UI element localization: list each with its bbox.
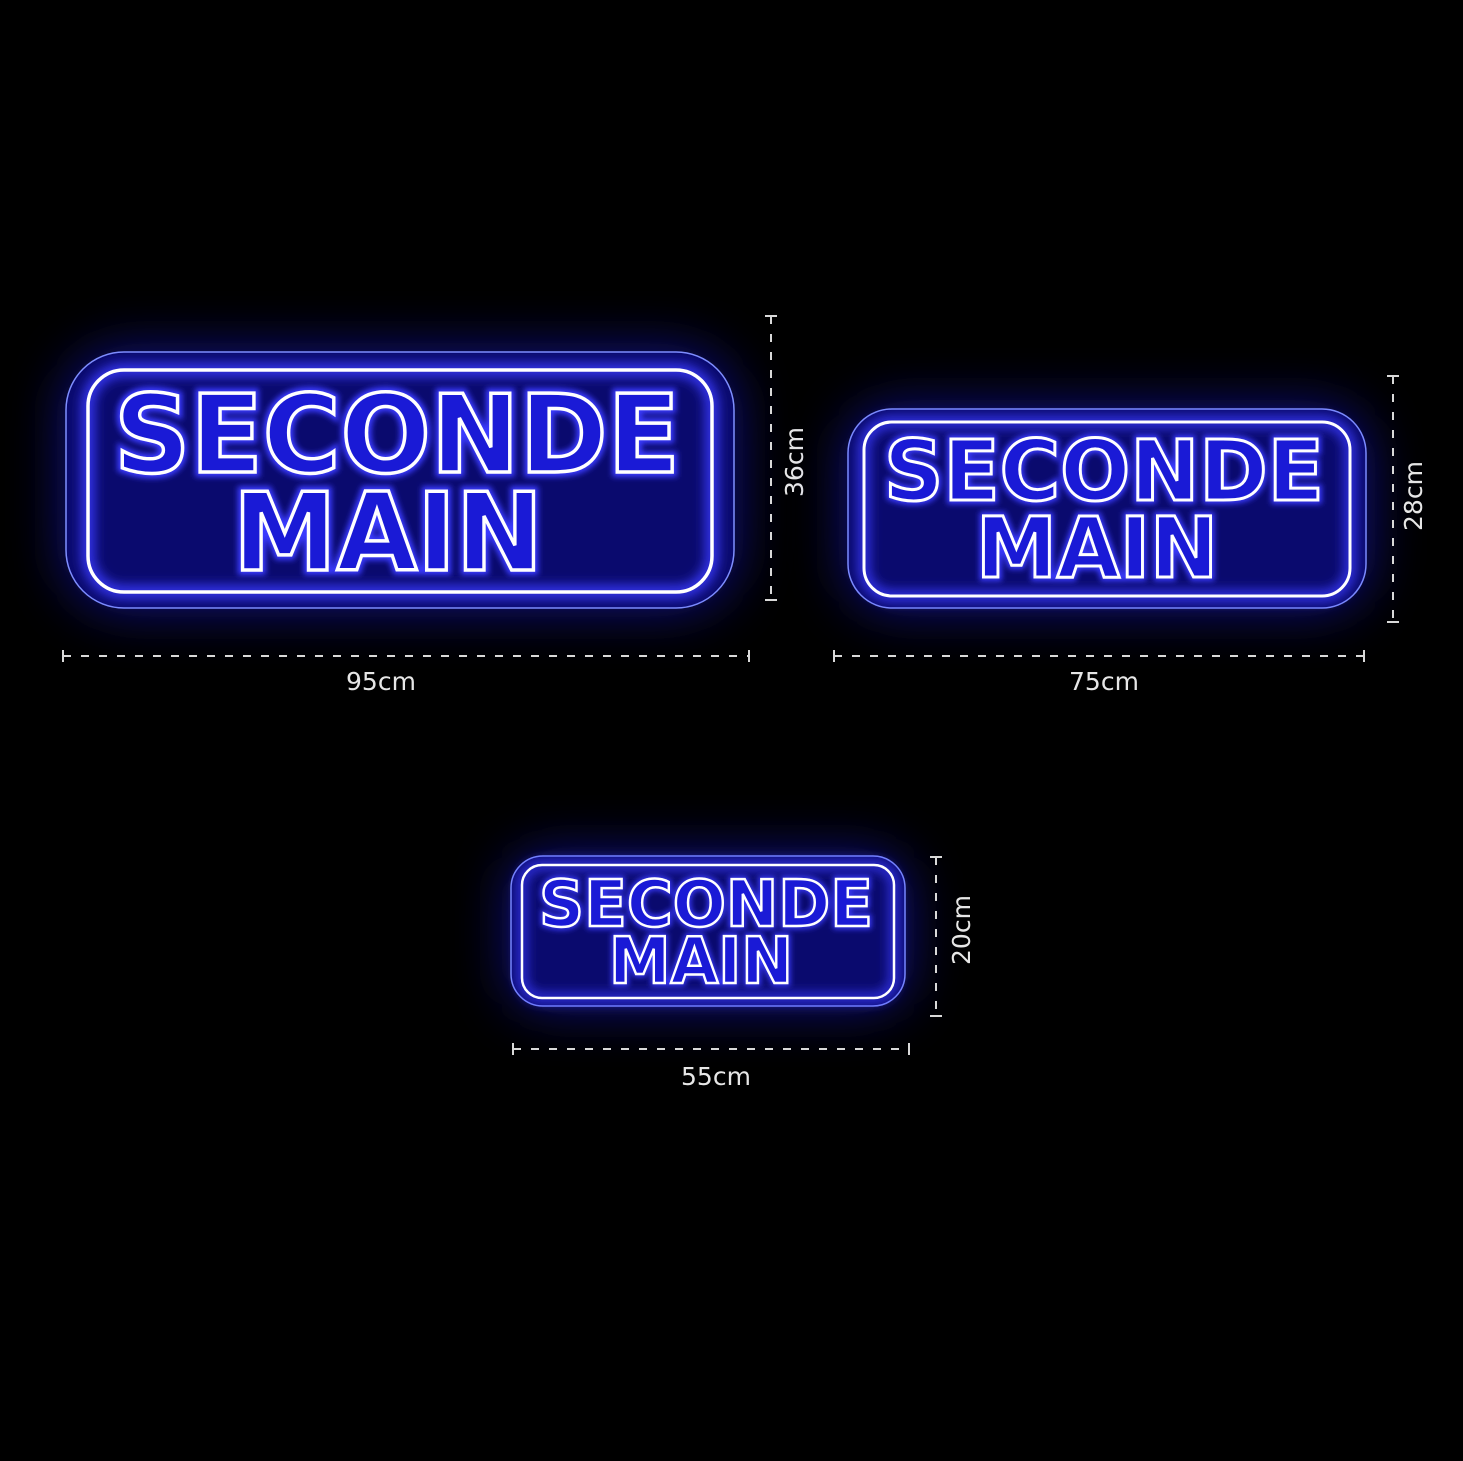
- sign-small-line1: SECONDE: [539, 868, 873, 942]
- sign-small-line1-glow: SECONDE: [539, 868, 873, 942]
- sign-medium-border-tube: [862, 420, 1352, 598]
- sign-medium-line1-glow: SECONDE: [884, 422, 1324, 520]
- sign-large-line2-glow: MAIN: [233, 471, 543, 596]
- sign-large-height-dimension: 36cm: [765, 315, 809, 601]
- sign-medium-line2-glow: MAIN: [976, 499, 1218, 597]
- sign-large-width-label: 95cm: [346, 667, 416, 696]
- sign-small: SECONDE SECONDE MAIN MAIN 20cm 55cm: [510, 855, 976, 1091]
- sign-large: SECONDE SECONDE MAIN MAIN 36cm 95cm: [62, 315, 809, 696]
- sign-medium-height-dimension: 28cm: [1387, 375, 1428, 623]
- sign-small-height-dimension: 20cm: [930, 856, 976, 1017]
- sign-large-border-tube: [86, 368, 714, 594]
- sign-large-width-dimension: 95cm: [62, 650, 750, 696]
- sign-large-backboard: [65, 351, 735, 609]
- sign-medium: SECONDE SECONDE MAIN MAIN 28cm 75cm: [833, 375, 1428, 696]
- sign-medium-backboard: [847, 408, 1367, 609]
- sign-medium-line1: SECONDE: [884, 422, 1324, 520]
- sign-medium-height-label: 28cm: [1399, 461, 1428, 531]
- sign-small-line2-glow: MAIN: [609, 925, 793, 999]
- sign-large-line2: MAIN: [233, 471, 543, 596]
- sign-medium-width-dimension: 75cm: [833, 650, 1365, 696]
- sign-medium-width-label: 75cm: [1069, 667, 1139, 696]
- sign-large-line1: SECONDE: [114, 373, 680, 498]
- sign-large-height-label: 36cm: [780, 427, 809, 497]
- sign-small-width-dimension: 55cm: [512, 1043, 910, 1091]
- sign-large-line1-glow: SECONDE: [114, 373, 680, 498]
- sign-small-height-label: 20cm: [947, 895, 976, 965]
- sign-small-border-tube: [520, 863, 896, 1000]
- sign-small-line2: MAIN: [609, 925, 793, 999]
- sign-small-backboard: [510, 855, 906, 1007]
- sign-medium-line2: MAIN: [976, 499, 1218, 597]
- sign-small-width-label: 55cm: [681, 1062, 751, 1091]
